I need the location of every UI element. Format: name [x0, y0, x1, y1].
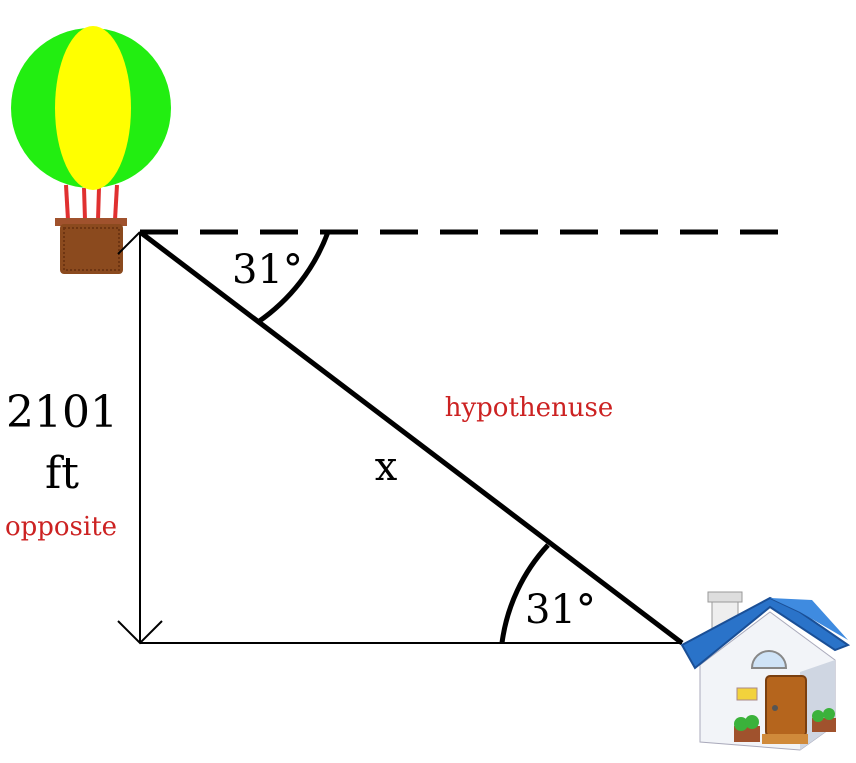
top-angle-arc: [256, 231, 331, 325]
hypotenuse-line: [138, 230, 684, 645]
house-icon: [680, 591, 851, 751]
hot-air-balloon-icon: [11, 26, 171, 274]
hypotenuse-variable: x: [375, 444, 398, 490]
hypotenuse-label: hypothenuse: [445, 393, 614, 423]
top-angle-label: 31°: [232, 247, 303, 293]
opposite-side: [117, 231, 163, 645]
opposite-label: opposite: [5, 512, 117, 542]
bottom-angle-label: 31°: [525, 587, 596, 633]
opposite-value: 2101: [6, 387, 118, 438]
opposite-unit: ft: [45, 448, 79, 499]
bottom-angle-arc: [499, 543, 550, 644]
